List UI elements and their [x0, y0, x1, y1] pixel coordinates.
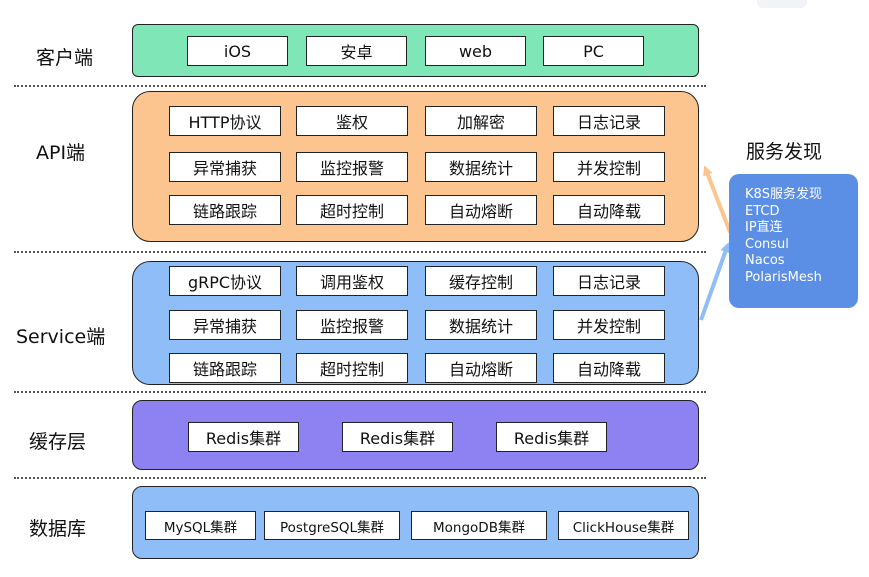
service-feature-box: 调用鉴权 — [296, 266, 408, 296]
api-feature-box: 鉴权 — [296, 106, 408, 136]
cache-layer-band: Redis集群 Redis集群 Redis集群 — [132, 400, 699, 470]
layer-label-database: 数据库 — [29, 518, 87, 540]
layer-label-service: Service端 — [16, 326, 106, 348]
client-item: web — [425, 36, 526, 66]
layer-label-api: API端 — [36, 142, 86, 164]
service-discovery-panel: K8S服务发现 ETCD IP直连 Consul Nacos PolarisMe… — [729, 174, 858, 308]
service-feature-box: 异常捕获 — [169, 310, 281, 340]
api-feature-box: 并发控制 — [553, 152, 665, 182]
client-layer-band: iOS 安卓 web PC — [132, 24, 699, 77]
layer-divider — [14, 391, 706, 393]
service-feature-box: 监控报警 — [296, 310, 408, 340]
api-feature-box: 异常捕获 — [169, 152, 281, 182]
service-feature-box: 自动降载 — [553, 353, 665, 383]
api-feature-box: 日志记录 — [553, 106, 665, 136]
corner-decoration — [757, 0, 807, 8]
layer-divider — [14, 251, 706, 253]
service-feature-box: 自动熔断 — [425, 353, 537, 383]
service-discovery-title: 服务发现 — [746, 141, 823, 163]
service-discovery-item: PolarisMesh — [745, 269, 822, 285]
service-feature-box: gRPC协议 — [169, 266, 281, 296]
cache-cluster-box: Redis集群 — [188, 422, 299, 452]
layer-divider — [14, 477, 706, 479]
api-layer-band: HTTP协议 鉴权 加解密 日志记录 异常捕获 监控报警 数据统计 并发控制 链… — [132, 91, 699, 242]
api-feature-box: 加解密 — [425, 106, 537, 136]
client-item: iOS — [187, 36, 288, 66]
client-item: 安卓 — [306, 36, 407, 66]
layer-label-client: 客户端 — [36, 47, 94, 69]
service-feature-box: 链路跟踪 — [169, 353, 281, 383]
layer-divider — [14, 85, 706, 87]
api-feature-box: HTTP协议 — [169, 106, 281, 136]
service-layer-band: gRPC协议 调用鉴权 缓存控制 日志记录 异常捕获 监控报警 数据统计 并发控… — [132, 261, 699, 385]
service-discovery-item: Nacos — [745, 253, 785, 269]
arrow-to-api-layer — [703, 165, 732, 233]
service-feature-box: 缓存控制 — [425, 266, 537, 296]
service-discovery-item: Consul — [745, 236, 789, 252]
service-feature-box: 并发控制 — [553, 310, 665, 340]
api-feature-box: 数据统计 — [425, 152, 537, 182]
service-feature-box: 超时控制 — [296, 353, 408, 383]
database-layer-band: MySQL集群 PostgreSQL集群 MongoDB集群 ClickHous… — [132, 486, 699, 559]
database-cluster-box: MySQL集群 — [145, 511, 256, 540]
cache-cluster-box: Redis集群 — [496, 422, 607, 452]
cache-cluster-box: Redis集群 — [342, 422, 453, 452]
layer-label-cache: 缓存层 — [29, 431, 87, 453]
api-feature-box: 超时控制 — [296, 195, 408, 225]
service-discovery-item: ETCD — [745, 203, 780, 219]
client-item: PC — [543, 36, 644, 66]
arrow-to-service-layer — [699, 242, 731, 321]
database-cluster-box: MongoDB集群 — [411, 511, 547, 540]
database-cluster-box: PostgreSQL集群 — [264, 511, 400, 540]
service-discovery-item: IP直连 — [745, 220, 783, 236]
api-feature-box: 监控报警 — [296, 152, 408, 182]
api-feature-box: 链路跟踪 — [169, 195, 281, 225]
service-discovery-item: K8S服务发现 — [745, 187, 823, 202]
service-feature-box: 数据统计 — [425, 310, 537, 340]
service-feature-box: 日志记录 — [553, 266, 665, 296]
api-feature-box: 自动降载 — [553, 195, 665, 225]
database-cluster-box: ClickHouse集群 — [558, 511, 689, 540]
api-feature-box: 自动熔断 — [425, 195, 537, 225]
